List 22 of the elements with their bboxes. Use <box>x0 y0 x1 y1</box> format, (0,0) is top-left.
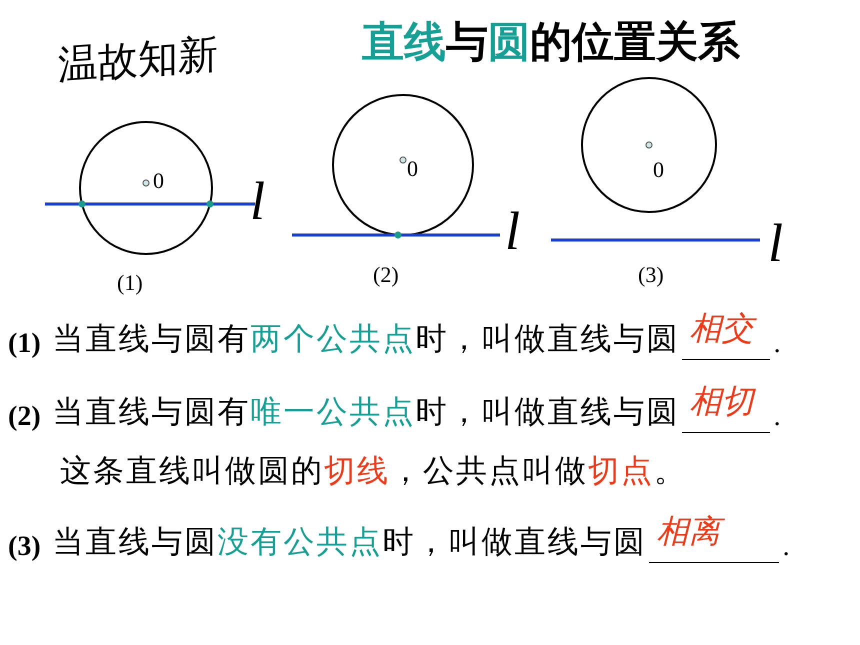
item-number: (2) <box>8 401 41 433</box>
line-label: l <box>505 200 520 262</box>
title: 直线与圆的位置关系 <box>362 17 740 67</box>
period: . <box>774 328 781 360</box>
sentence: 当直线与圆有唯一公共点时，叫做直线与圆 <box>52 393 680 431</box>
center-label: 0 <box>153 168 164 194</box>
sentence: 当直线与圆没有公共点时，叫做直线与圆 <box>52 523 647 561</box>
line-label: l <box>768 212 784 274</box>
line-label: l <box>250 170 266 232</box>
figure-label: (1) <box>117 270 143 296</box>
figure-label: (3) <box>638 262 664 288</box>
center-label: 0 <box>653 157 664 183</box>
figure-label: (2) <box>373 262 399 288</box>
period: . <box>782 531 790 563</box>
sentence: 这条直线叫做圆的切线，公共点叫做切点。 <box>60 452 687 490</box>
heading-text: 温故知新 <box>58 30 218 91</box>
item-number: (3) <box>8 531 41 563</box>
center-label: 0 <box>407 156 418 182</box>
answer-text: 相切 <box>690 382 754 421</box>
period: . <box>774 401 781 433</box>
item-number: (1) <box>8 328 41 360</box>
sentence: 当直线与圆有两个公共点时，叫做直线与圆 <box>52 320 680 358</box>
